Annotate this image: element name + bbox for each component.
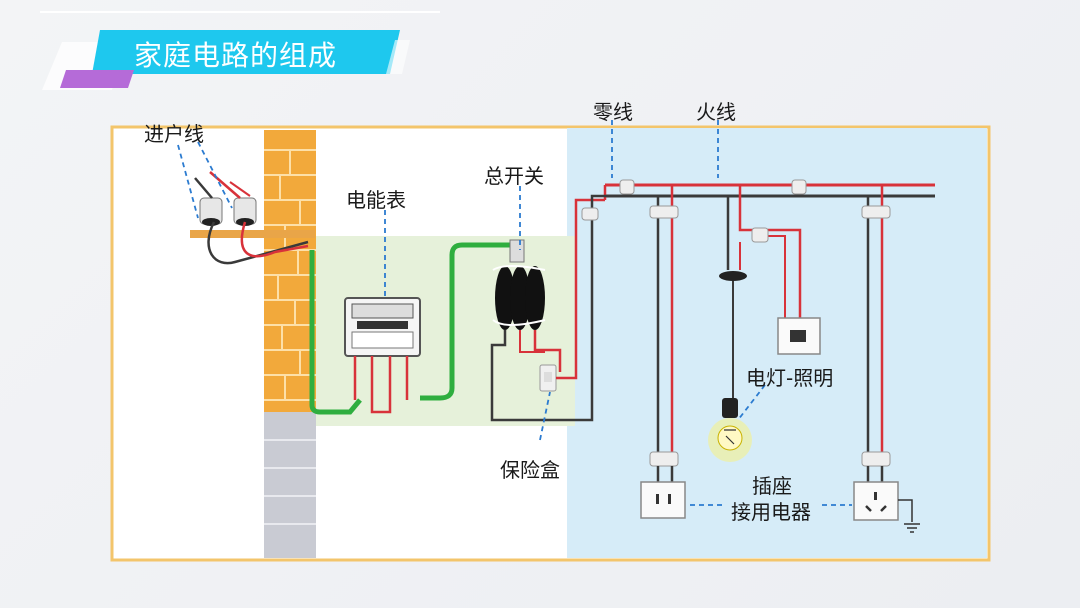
right-socket-device [853,481,899,521]
electric-meter-device [344,297,421,414]
page-title: 家庭电路的组成 [134,39,338,72]
socket-label: 插座 [752,474,792,498]
live-line-label: 火线 [696,100,736,124]
fuse-box-label: 保险盒 [500,458,560,482]
title-banner [40,11,440,90]
left-socket-device [640,481,686,519]
main-switch-label: 总开关 [484,164,544,188]
neutral-line-label: 零线 [593,100,633,124]
main-switch-device [492,239,546,330]
fuse-box-device [539,364,557,392]
light-bulb-device [708,398,752,462]
electric-meter-label: 电能表 [346,188,406,212]
brick-wall [264,130,316,558]
appliance-label: 接用电器 [731,500,811,524]
indoor-area [567,128,987,558]
ground-symbol [898,499,920,533]
light-switch-device [777,317,821,355]
incoming-line-label: 进户线 [144,122,204,146]
lamp-lighting-label: 电灯-照明 [746,366,834,390]
incoming-insulators [190,197,315,238]
